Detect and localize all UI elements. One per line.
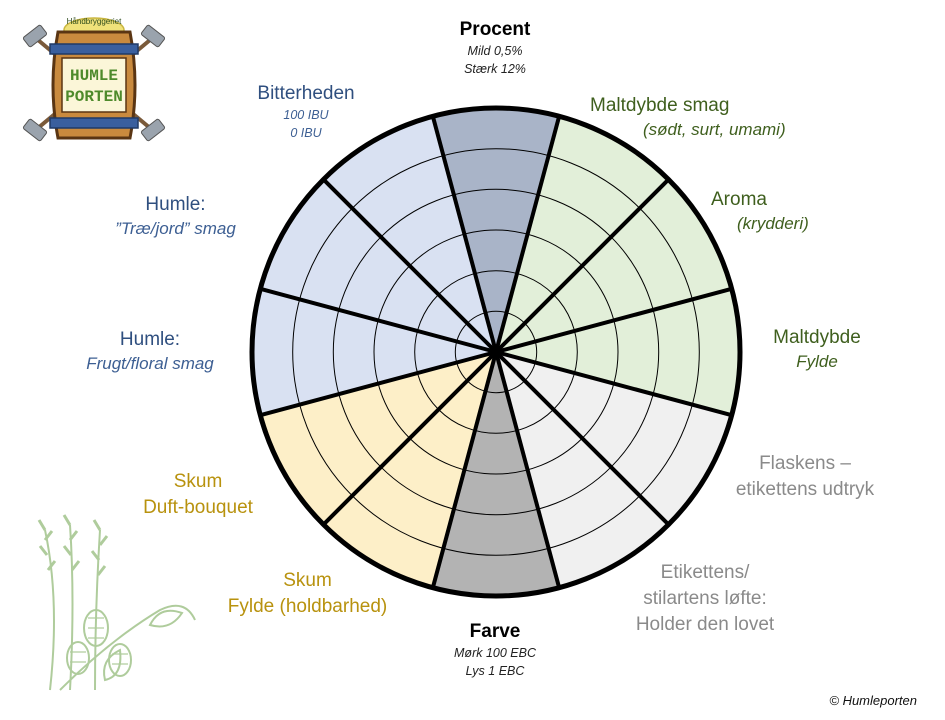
sector-bitterheden xyxy=(323,116,496,352)
label-maltdybde-smag-title: Maltdybde smag xyxy=(590,95,730,116)
spoke-9 xyxy=(322,350,498,526)
copyright-notice: © Humleporten xyxy=(829,693,917,708)
ring-2 xyxy=(414,270,578,434)
label-farve-line1: Mørk 100 EBC xyxy=(454,646,536,661)
label-farve-line2: Lys 1 EBC xyxy=(465,663,525,678)
sector-aroma xyxy=(496,179,732,352)
spoke-12 xyxy=(322,178,498,354)
spoke-5 xyxy=(495,350,733,418)
label-skum-duft-line1: Skum xyxy=(173,471,223,492)
humleporten-logo: Håndbryggeriet HUMLE PORTEN xyxy=(22,17,166,142)
spoke-3 xyxy=(494,178,670,354)
label-humle-frugt-title: Humle: xyxy=(119,329,181,350)
label-bitterheden-line2: 0 IBU xyxy=(290,125,322,140)
label-humle-trae-title: Humle: xyxy=(145,194,206,215)
label-procent: Procent Mild 0,5% Stærk 12% xyxy=(440,18,550,78)
spoke-2 xyxy=(494,115,562,353)
spoke-7 xyxy=(494,351,562,589)
label-maltdybde-smag-sub: (sødt, surt, umami) xyxy=(643,120,786,140)
ring-5 xyxy=(292,148,700,556)
label-humle-trae-sub: ”Træ/jord” smag xyxy=(115,219,236,239)
wheel-outer-rim xyxy=(249,105,743,599)
spoke-6 xyxy=(494,350,670,526)
sector-flaskens-etikettens-udtryk xyxy=(496,352,732,525)
logo-text-humle: HUMLE xyxy=(70,67,118,85)
spoke-4 xyxy=(495,286,733,354)
label-humle-trae-jord: Humle: ”Træ/jord” smag xyxy=(88,193,263,240)
label-flaskens-line1: Flaskens – xyxy=(759,453,851,474)
label-aroma: Aroma (krydderi) xyxy=(711,188,809,235)
label-maltdybde-fylde-sub: Fylde xyxy=(796,352,838,372)
label-humle-frugt-floral: Humle: Frugt/floral smag xyxy=(60,328,240,375)
sector-skum-fylde xyxy=(323,352,496,588)
label-bitterheden: Bitterheden 100 IBU 0 IBU xyxy=(240,82,372,142)
label-flaskens-line2: etikettens udtryk xyxy=(735,479,875,501)
label-etikettens-line1: Etikettens/ xyxy=(660,562,750,583)
label-maltdybde-smag: Maltdybde smag (sødt, surt, umami) xyxy=(590,94,786,141)
label-procent-line1: Mild 0,5% xyxy=(467,44,523,59)
label-farve: Farve Mørk 100 EBC Lys 1 EBC xyxy=(430,620,560,680)
label-skum-fylde: Skum Fylde (holdbarhed) xyxy=(200,569,415,618)
sector-maltdybde-smag xyxy=(496,116,669,352)
spoke-8 xyxy=(430,351,498,589)
wheel-spokes xyxy=(259,115,733,589)
label-skum-fylde-line1: Skum xyxy=(283,570,332,591)
sector-skum-duft-bouquet xyxy=(260,352,496,525)
label-flaskens-etikettens-udtryk: Flaskens – etikettens udtryk xyxy=(705,452,905,501)
label-aroma-title: Aroma xyxy=(711,189,767,210)
ring-4 xyxy=(332,188,660,516)
label-skum-duft-line2: Duft-bouquet xyxy=(143,497,253,519)
label-etikettens-line2: stilartens løfte: xyxy=(643,588,767,610)
wheel-rings xyxy=(292,148,700,556)
hops-wheat-illustration xyxy=(37,514,196,691)
label-bitterheden-title: Bitterheden xyxy=(257,83,355,104)
label-etikettens-stilartens-lofte: Etikettens/ stilartens løfte: Holder den… xyxy=(605,561,805,637)
label-bitterheden-line1: 100 IBU xyxy=(283,108,329,123)
logo-text-porten: PORTEN xyxy=(65,88,123,106)
label-farve-title: Farve xyxy=(469,621,521,642)
label-skum-fylde-line2: Fylde (holdbarhed) xyxy=(227,596,388,618)
label-procent-title: Procent xyxy=(459,19,531,40)
ring-1 xyxy=(454,310,538,394)
spoke-1 xyxy=(430,115,498,353)
label-skum-duft-bouquet: Skum Duft-bouquet xyxy=(118,470,278,519)
sector-etikettens-stilartens-lofte xyxy=(496,352,669,588)
label-aroma-sub: (krydderi) xyxy=(737,214,809,234)
label-maltdybde-fylde: Maltdybde Fylde xyxy=(752,326,882,373)
ring-3 xyxy=(373,229,619,475)
label-humle-frugt-sub: Frugt/floral smag xyxy=(86,354,214,374)
logo-arc-text: Håndbryggeriet xyxy=(67,17,122,26)
label-maltdybde-fylde-title: Maltdybde xyxy=(773,327,861,348)
sector-humle-trae-jord xyxy=(260,179,496,352)
label-etikettens-line3: Holder den lovet xyxy=(635,614,775,636)
spoke-11 xyxy=(259,286,497,354)
label-procent-line2: Stærk 12% xyxy=(464,61,526,76)
spoke-10 xyxy=(259,350,497,418)
